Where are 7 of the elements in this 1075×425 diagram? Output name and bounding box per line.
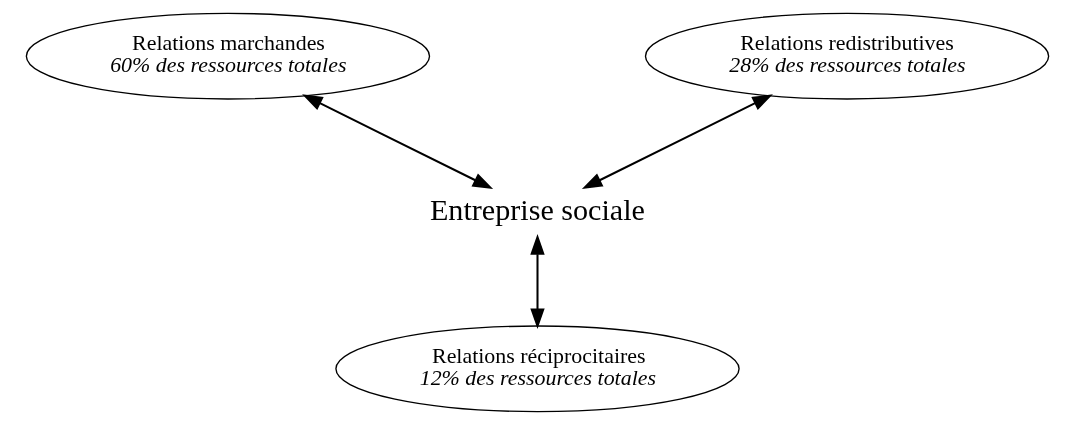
node-ellipse: Relations réciprocitaires 12% des ressources totales — [335, 325, 740, 413]
arrow — [302, 94, 494, 190]
node-ellipse: Relations redistributives 28% des ressources totales — [644, 12, 1050, 100]
arrow — [581, 94, 773, 190]
node-ellipse: Relations marchandes 60% des ressources totales — [25, 12, 431, 100]
arrow — [530, 234, 545, 330]
node-text: Entreprise sociale — [429, 193, 645, 228]
